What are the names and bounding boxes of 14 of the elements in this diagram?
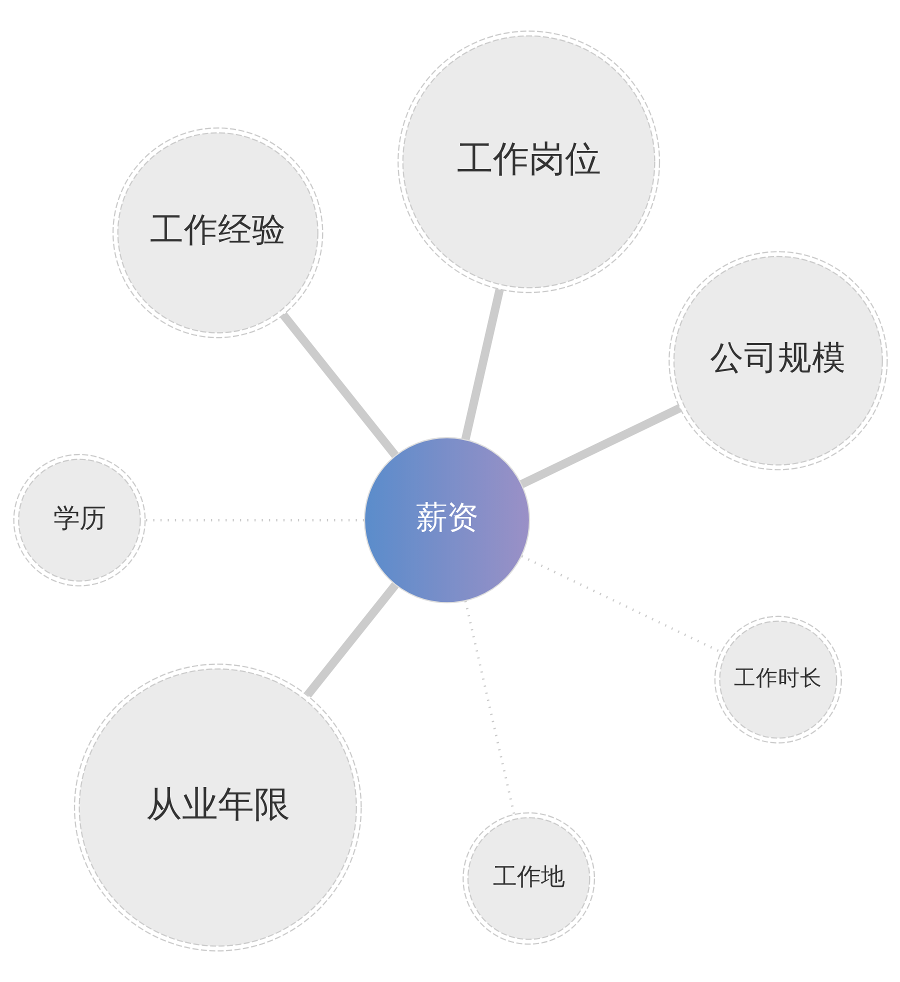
node-circle: 薪资	[363, 437, 530, 604]
node-circle: 公司规模	[668, 251, 888, 470]
node-circle: 从业年限	[73, 664, 362, 952]
connector	[464, 600, 515, 814]
connector	[280, 312, 398, 458]
node-circle: 工作地	[462, 812, 595, 945]
node-circle: 工作岗位	[397, 30, 660, 294]
node-circle: 工作时长	[714, 616, 842, 744]
node-circle: 工作经验	[112, 127, 323, 338]
node-circle: 学历	[12, 454, 146, 586]
connector	[304, 582, 398, 698]
connector	[520, 555, 721, 654]
connector	[519, 404, 682, 488]
connector	[460, 288, 504, 440]
